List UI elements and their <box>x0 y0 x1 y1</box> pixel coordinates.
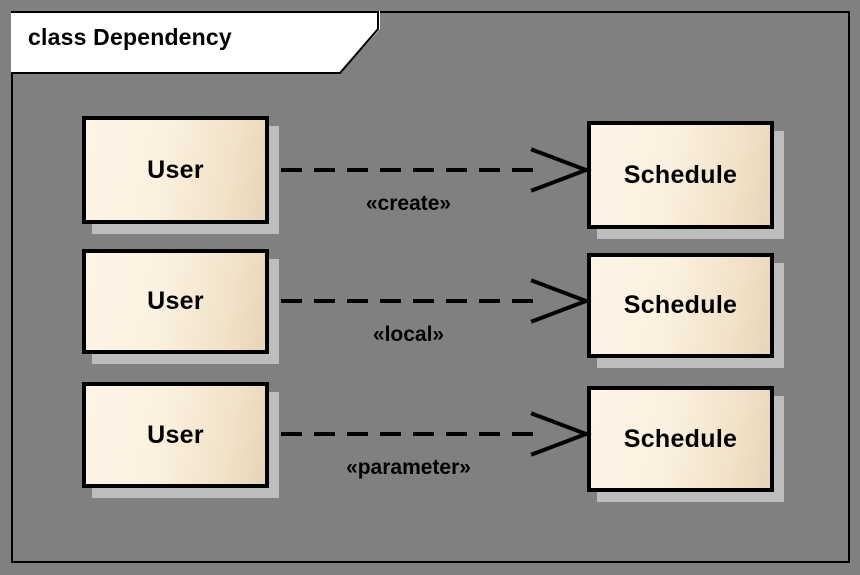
class-box-user-1[interactable]: User <box>82 116 269 224</box>
class-box-schedule-3[interactable]: Schedule <box>587 386 774 492</box>
class-name-label: Schedule <box>623 424 738 453</box>
dependency-stereotype-3: «parameter» <box>346 456 471 479</box>
class-box-user-2[interactable]: User <box>82 249 269 354</box>
dependency-stereotype-1: «create» <box>365 192 452 215</box>
dependency-arrowhead-icon-1 <box>530 147 592 193</box>
class-name-label: Schedule <box>623 291 738 319</box>
diagram-title: class Dependency <box>28 24 232 50</box>
class-box-user-3[interactable]: User <box>82 382 269 488</box>
class-name-label: User <box>147 287 204 315</box>
dependency-stereotype-2: «local» <box>372 323 445 346</box>
dependency-line-2[interactable] <box>281 299 536 303</box>
class-box-schedule-1[interactable]: Schedule <box>587 121 774 229</box>
class-box-schedule-2[interactable]: Schedule <box>587 253 774 358</box>
dependency-line-3[interactable] <box>281 432 536 436</box>
dependency-arrowhead-icon-2 <box>530 278 592 324</box>
dependency-line-1[interactable] <box>281 168 536 172</box>
class-name-label: User <box>147 420 204 449</box>
class-name-label: Schedule <box>623 160 738 189</box>
dependency-arrowhead-icon-3 <box>530 411 592 457</box>
class-name-label: User <box>147 155 204 184</box>
